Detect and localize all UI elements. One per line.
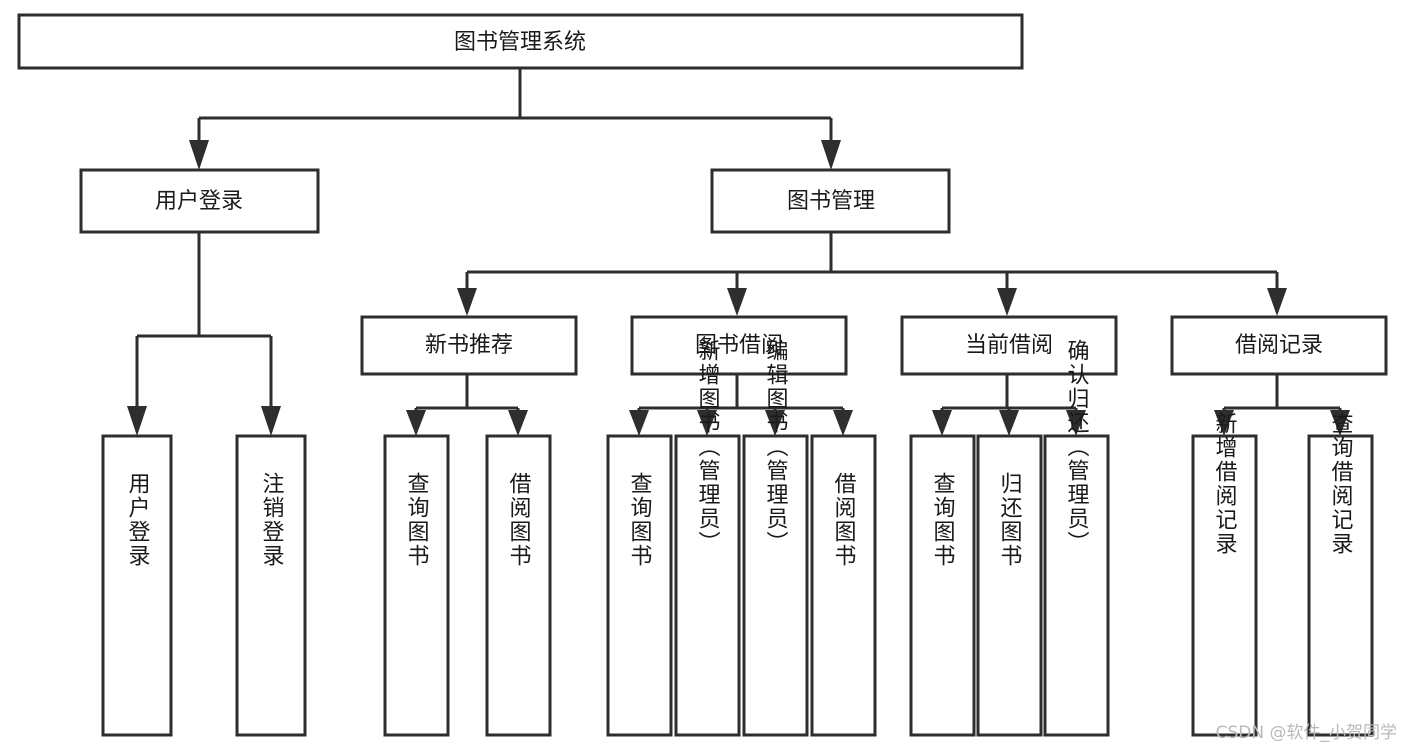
node-borrow-record-label: 借阅记录	[1235, 333, 1323, 358]
node-leaf-query-borrow-record-label: 查询借阅记录	[1328, 412, 1354, 556]
arrowhead-book-management	[821, 140, 841, 170]
node-leaf-query-book-2-box[interactable]	[606, 434, 673, 737]
arrowhead-leaf-borrow-book-1	[508, 410, 528, 436]
node-leaf-add-borrow-record-box[interactable]	[1191, 434, 1258, 737]
connector-layer	[127, 68, 1350, 436]
node-root-box[interactable]	[17, 13, 1024, 70]
arrowhead-borrow-record	[1267, 288, 1287, 316]
node-leaf-query-book-1[interactable]: 查询图书	[383, 434, 450, 737]
node-leaf-edit-book-admin[interactable]: 编辑图书（管理员）	[742, 339, 809, 737]
node-leaf-add-book-admin-box[interactable]	[674, 434, 741, 737]
node-leaf-add-borrow-record-label: 新增借阅记录	[1212, 412, 1238, 556]
node-leaf-add-borrow-record[interactable]: 新增借阅记录	[1191, 412, 1258, 737]
node-borrow-record[interactable]: 借阅记录	[1170, 315, 1388, 376]
node-leaf-confirm-return-admin-box[interactable]	[1043, 434, 1110, 737]
arrowhead-leaf-return-book	[999, 410, 1019, 436]
node-leaf-logout-login-label: 注销登录	[259, 472, 285, 568]
node-leaf-query-book-2-label: 查询图书	[627, 472, 653, 568]
arrowhead-leaf-borrow-book-2	[833, 410, 853, 436]
node-current-borrow-label: 当前借阅	[965, 333, 1053, 358]
arrowhead-leaf-user-login	[127, 406, 147, 436]
node-new-book-recommend[interactable]: 新书推荐	[360, 315, 578, 376]
node-book-management-box[interactable]	[710, 168, 951, 234]
node-current-borrow-box[interactable]	[900, 315, 1118, 376]
arrowhead-leaf-logout-login	[261, 406, 281, 436]
node-leaf-query-book-3-box[interactable]	[909, 434, 976, 737]
node-book-borrow-box[interactable]	[630, 315, 848, 376]
arrowhead-leaf-query-book-1	[406, 410, 426, 436]
arrowhead-leaf-query-book-2	[629, 410, 649, 436]
node-leaf-user-login-box[interactable]	[101, 434, 173, 737]
node-borrow-record-box[interactable]	[1170, 315, 1388, 376]
node-new-book-recommend-box[interactable]	[360, 315, 578, 376]
node-leaf-edit-book-admin-label: 编辑图书（管理员）	[763, 339, 789, 555]
node-leaf-borrow-book-1-label: 借阅图书	[506, 472, 532, 568]
node-leaf-user-login-label: 用户登录	[125, 472, 151, 568]
node-leaf-borrow-book-2-box[interactable]	[810, 434, 877, 737]
node-leaf-return-book-box[interactable]	[976, 434, 1043, 737]
arrowhead-new-book-recommend	[457, 288, 477, 316]
node-leaf-confirm-return-admin[interactable]: 确认归还（管理员）	[1043, 339, 1110, 737]
node-leaf-user-login[interactable]: 用户登录	[101, 434, 173, 737]
arrowhead-leaf-add-book-admin	[697, 410, 717, 436]
node-leaf-borrow-book-1[interactable]: 借阅图书	[485, 434, 552, 737]
arrowhead-leaf-edit-book-admin	[765, 410, 785, 436]
node-leaf-return-book-label: 归还图书	[997, 472, 1023, 568]
node-leaf-return-book[interactable]: 归还图书	[976, 434, 1043, 737]
node-book-borrow-label: 图书借阅	[695, 333, 783, 358]
node-new-book-recommend-label: 新书推荐	[425, 333, 513, 358]
arrowhead-leaf-add-borrow-record	[1214, 410, 1234, 436]
node-leaf-logout-login[interactable]: 注销登录	[235, 434, 307, 737]
node-leaf-confirm-return-admin-label: 确认归还（管理员）	[1064, 339, 1090, 555]
node-root-label: 图书管理系统	[454, 30, 586, 55]
node-leaf-query-book-2[interactable]: 查询图书	[606, 434, 673, 737]
node-leaf-logout-login-box[interactable]	[235, 434, 307, 737]
node-root[interactable]: 图书管理系统	[17, 13, 1024, 70]
node-leaf-query-book-1-box[interactable]	[383, 434, 450, 737]
node-leaf-query-book-1-label: 查询图书	[404, 472, 430, 568]
arrowhead-leaf-confirm-return-admin	[1066, 410, 1086, 436]
node-leaf-borrow-book-1-box[interactable]	[485, 434, 552, 737]
node-leaf-query-book-3[interactable]: 查询图书	[909, 434, 976, 737]
node-current-borrow[interactable]: 当前借阅	[900, 315, 1118, 376]
node-leaf-borrow-book-2[interactable]: 借阅图书	[810, 434, 877, 737]
arrowhead-current-borrow	[997, 288, 1017, 316]
node-user-login[interactable]: 用户登录	[79, 168, 320, 234]
node-leaf-borrow-book-2-label: 借阅图书	[831, 472, 857, 568]
arrowhead-leaf-query-book-3	[932, 410, 952, 436]
node-leaf-query-borrow-record-box[interactable]	[1307, 434, 1374, 737]
node-leaf-add-book-admin[interactable]: 新增图书（管理员）	[674, 339, 741, 737]
node-leaf-add-book-admin-label: 新增图书（管理员）	[695, 339, 721, 555]
node-book-management-label: 图书管理	[787, 189, 875, 214]
node-book-management[interactable]: 图书管理	[710, 168, 951, 234]
node-leaf-edit-book-admin-box[interactable]	[742, 434, 809, 737]
arrowhead-book-borrow	[727, 288, 747, 316]
node-user-login-label: 用户登录	[155, 189, 243, 214]
node-leaf-query-borrow-record[interactable]: 查询借阅记录	[1307, 412, 1374, 737]
arrowhead-leaf-query-borrow-record	[1330, 410, 1350, 436]
node-leaf-query-book-3-label: 查询图书	[930, 472, 956, 568]
node-book-borrow[interactable]: 图书借阅	[630, 315, 848, 376]
arrowhead-user-login	[189, 140, 209, 170]
node-user-login-box[interactable]	[79, 168, 320, 234]
